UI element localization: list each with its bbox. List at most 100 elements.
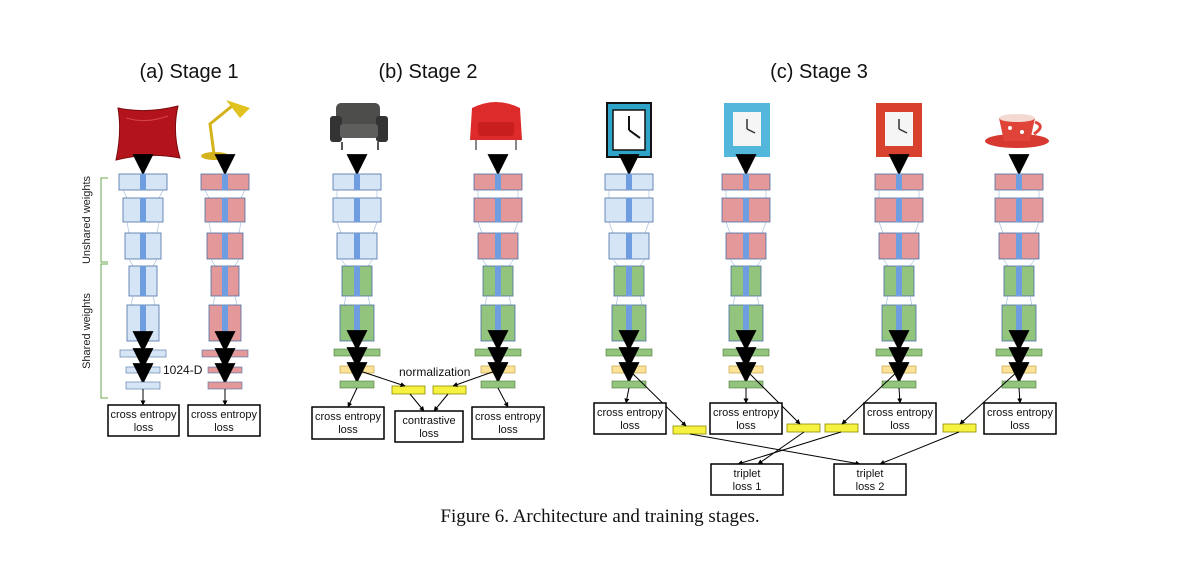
layer-center-stripe	[222, 174, 228, 190]
layer-center-stripe	[354, 305, 360, 341]
layer-link	[513, 221, 519, 234]
logit-layer	[480, 380, 516, 389]
shared-brace	[100, 263, 108, 399]
stage2-title: (b) Stage 2	[379, 61, 478, 83]
arrow	[624, 387, 630, 404]
layer-link	[914, 221, 920, 234]
layer-link	[639, 295, 643, 306]
branch-head	[605, 330, 653, 389]
layer-link	[756, 258, 763, 267]
layer-link	[508, 258, 515, 267]
network-branch	[200, 154, 250, 342]
fc-layer	[722, 348, 770, 357]
feature-layer	[207, 366, 243, 374]
network-branch	[994, 154, 1044, 342]
feature-dim-label: 1024-D	[163, 363, 203, 377]
layer-link	[639, 258, 646, 267]
layer-center-stripe	[743, 305, 749, 341]
stage3-ce-loss-4: cross entropy loss	[983, 402, 1057, 435]
stage3-ce-loss-3: cross entropy loss	[863, 402, 937, 435]
layer-link	[998, 221, 1004, 234]
arrow	[497, 387, 509, 408]
layer-center-stripe	[896, 198, 902, 222]
figure-caption: Figure 6. Architecture and training stag…	[440, 506, 760, 527]
layer-link	[615, 295, 619, 306]
arrow	[689, 433, 861, 466]
layer-center-stripe	[743, 266, 749, 296]
layer-link	[234, 258, 240, 267]
loss-line2: loss	[498, 424, 518, 436]
layer-link	[725, 221, 731, 234]
arrow	[628, 369, 687, 427]
layer-center-stripe	[896, 305, 902, 341]
layer-center-stripe	[140, 233, 146, 259]
feature-layer	[339, 365, 375, 374]
layer-center-stripe	[743, 198, 749, 222]
layer-link	[885, 295, 889, 306]
loss-line2: loss 2	[856, 481, 885, 493]
fc-layer	[119, 349, 167, 358]
layer-center-stripe	[1016, 233, 1022, 259]
layer-link	[152, 295, 156, 306]
loss-line1: cross entropy	[867, 407, 934, 419]
layer-center-stripe	[222, 198, 228, 222]
loss-line1: contrastive	[402, 415, 455, 427]
triplet-loss-2: triplet loss 2	[833, 463, 907, 496]
network-branch	[332, 154, 382, 342]
layer-center-stripe	[495, 266, 501, 296]
layer-link	[122, 189, 128, 199]
pillow-image	[115, 105, 181, 161]
arrow	[841, 369, 900, 425]
loss-line1: triplet	[734, 468, 761, 480]
branch-head	[119, 331, 167, 406]
layer-center-stripe	[354, 174, 360, 190]
layer-link	[128, 258, 134, 267]
normalization-label: normalization	[399, 365, 470, 379]
layer-link	[152, 258, 158, 267]
layer-link	[481, 258, 488, 267]
teacup-image	[985, 114, 1049, 148]
network-branch	[473, 154, 523, 342]
layer-center-stripe	[626, 305, 632, 341]
layer-link	[208, 221, 212, 234]
feature-layer	[881, 365, 917, 374]
layer-link	[367, 258, 374, 267]
network-branch	[874, 154, 924, 342]
arrow	[757, 431, 805, 465]
loss-line1: cross entropy	[987, 407, 1054, 419]
layer-center-stripe	[1016, 198, 1022, 222]
loss-line1: cross entropy	[315, 411, 382, 423]
layer-link	[729, 258, 736, 267]
layer-link	[204, 189, 210, 199]
loss-line1: cross entropy	[110, 409, 177, 421]
layer-link	[909, 295, 913, 306]
layer-center-stripe	[626, 174, 632, 190]
layer-link	[761, 221, 767, 234]
layer-link	[367, 295, 371, 306]
layer-center-stripe	[896, 174, 902, 190]
layer-link	[210, 258, 216, 267]
layer-link	[238, 221, 242, 234]
layer-center-stripe	[495, 305, 501, 341]
layer-link	[212, 295, 216, 306]
layer-link	[130, 295, 134, 306]
stage3-ce-loss-2: cross entropy loss	[709, 402, 783, 435]
fc-layer	[333, 348, 381, 357]
layer-center-stripe	[743, 174, 749, 190]
arrow	[879, 431, 960, 465]
unshared-brace	[100, 177, 108, 263]
fc-layer	[201, 349, 249, 358]
stage2-ce-loss-a: cross entropy loss	[311, 406, 385, 440]
network-branch	[118, 154, 168, 342]
layer-link	[158, 189, 164, 199]
logit-layer	[125, 381, 161, 390]
layer-link	[909, 258, 916, 267]
normalized-embedding	[672, 425, 707, 435]
feature-layer	[728, 365, 764, 374]
feature-layer	[480, 365, 516, 374]
layer-center-stripe	[743, 233, 749, 259]
normalized-embedding	[824, 423, 859, 433]
arrow	[433, 393, 449, 412]
layer-link	[343, 295, 347, 306]
